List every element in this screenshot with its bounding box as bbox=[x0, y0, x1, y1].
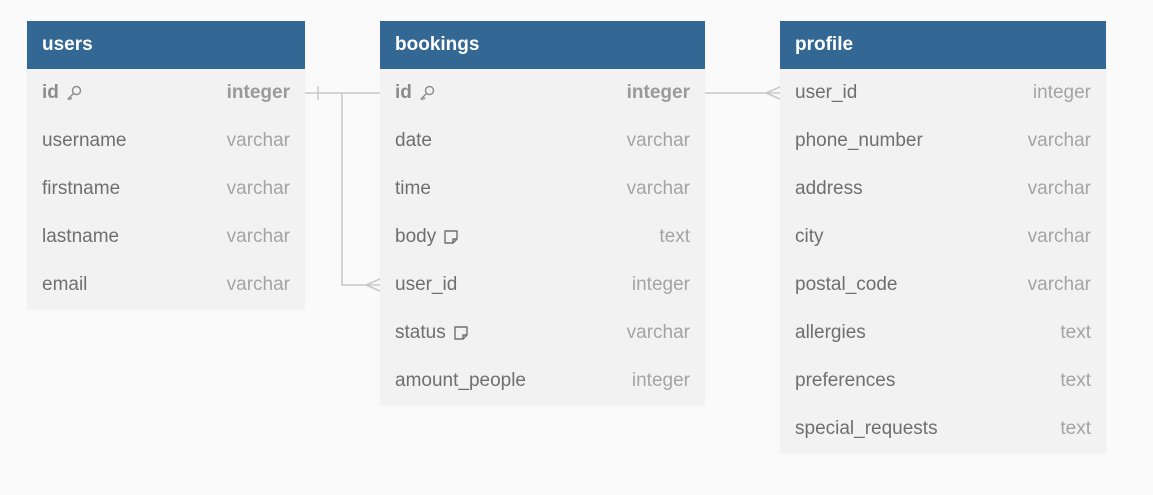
key-icon bbox=[418, 84, 436, 102]
column-name: status bbox=[395, 322, 446, 343]
connector-many-marker-profile bbox=[764, 86, 781, 100]
column-name: id bbox=[395, 82, 412, 103]
connector-users-bookings-user-id bbox=[341, 93, 380, 286]
column-type: integer bbox=[1032, 82, 1091, 103]
table-profile[interactable]: profile user_id integer phone_number var… bbox=[780, 21, 1106, 453]
column-name: allergies bbox=[795, 322, 866, 343]
column-type: varchar bbox=[1027, 130, 1091, 151]
column-row[interactable]: postal_code varchar bbox=[780, 261, 1106, 309]
column-row[interactable]: status varchar bbox=[380, 309, 705, 357]
column-name: preferences bbox=[795, 370, 896, 391]
column-type: varchar bbox=[226, 178, 290, 199]
column-type: text bbox=[659, 226, 690, 247]
column-row[interactable]: username varchar bbox=[27, 117, 305, 165]
column-type: varchar bbox=[226, 274, 290, 295]
column-type: text bbox=[1060, 370, 1091, 391]
column-type: text bbox=[1060, 418, 1091, 439]
column-type: varchar bbox=[626, 178, 690, 199]
column-row[interactable]: preferences text bbox=[780, 357, 1106, 405]
column-name: city bbox=[795, 226, 824, 247]
column-type: varchar bbox=[1027, 274, 1091, 295]
column-name: id bbox=[42, 82, 59, 103]
column-row[interactable]: date varchar bbox=[380, 117, 705, 165]
column-row[interactable]: city varchar bbox=[780, 213, 1106, 261]
column-name: user_id bbox=[395, 274, 458, 295]
column-type: varchar bbox=[626, 322, 690, 343]
key-icon bbox=[65, 84, 83, 102]
column-name: lastname bbox=[42, 226, 120, 247]
note-icon[interactable] bbox=[442, 228, 460, 246]
column-row[interactable]: special_requests text bbox=[780, 405, 1106, 453]
column-row[interactable]: firstname varchar bbox=[27, 165, 305, 213]
column-name: postal_code bbox=[795, 274, 898, 295]
column-row[interactable]: time varchar bbox=[380, 165, 705, 213]
column-row[interactable]: email varchar bbox=[27, 261, 305, 309]
column-type: varchar bbox=[626, 130, 690, 151]
column-type: varchar bbox=[1027, 226, 1091, 247]
table-header-users[interactable]: users bbox=[27, 21, 305, 69]
column-name: date bbox=[395, 130, 432, 151]
column-row[interactable]: user_id integer bbox=[780, 69, 1106, 117]
column-row[interactable]: body text bbox=[380, 213, 705, 261]
note-icon[interactable] bbox=[452, 324, 470, 342]
column-type: integer bbox=[631, 370, 690, 391]
column-row[interactable]: id integer bbox=[380, 69, 705, 117]
table-bookings[interactable]: bookings id integer date varchar time va… bbox=[380, 21, 705, 405]
column-row[interactable]: lastname varchar bbox=[27, 213, 305, 261]
column-name: amount_people bbox=[395, 370, 526, 391]
table-users[interactable]: users id integer username varchar firstn… bbox=[27, 21, 305, 309]
column-type: varchar bbox=[1027, 178, 1091, 199]
table-header-profile[interactable]: profile bbox=[780, 21, 1106, 69]
connector-many-marker-bookings bbox=[364, 278, 381, 292]
column-type: varchar bbox=[226, 226, 290, 247]
column-name: username bbox=[42, 130, 127, 151]
column-type: integer bbox=[626, 82, 690, 103]
column-name: phone_number bbox=[795, 130, 923, 151]
column-name: user_id bbox=[795, 82, 858, 103]
column-type: integer bbox=[226, 82, 290, 103]
column-name: address bbox=[795, 178, 863, 199]
column-row[interactable]: user_id integer bbox=[380, 261, 705, 309]
column-name: body bbox=[395, 226, 437, 247]
column-name: email bbox=[42, 274, 88, 295]
column-row[interactable]: phone_number varchar bbox=[780, 117, 1106, 165]
column-type: integer bbox=[631, 274, 690, 295]
column-type: varchar bbox=[226, 130, 290, 151]
column-name: special_requests bbox=[795, 418, 938, 439]
table-header-bookings[interactable]: bookings bbox=[380, 21, 705, 69]
column-name: firstname bbox=[42, 178, 121, 199]
column-name: time bbox=[395, 178, 431, 199]
column-type: text bbox=[1060, 322, 1091, 343]
column-row[interactable]: amount_people integer bbox=[380, 357, 705, 405]
column-row[interactable]: id integer bbox=[27, 69, 305, 117]
column-row[interactable]: allergies text bbox=[780, 309, 1106, 357]
column-row[interactable]: address varchar bbox=[780, 165, 1106, 213]
